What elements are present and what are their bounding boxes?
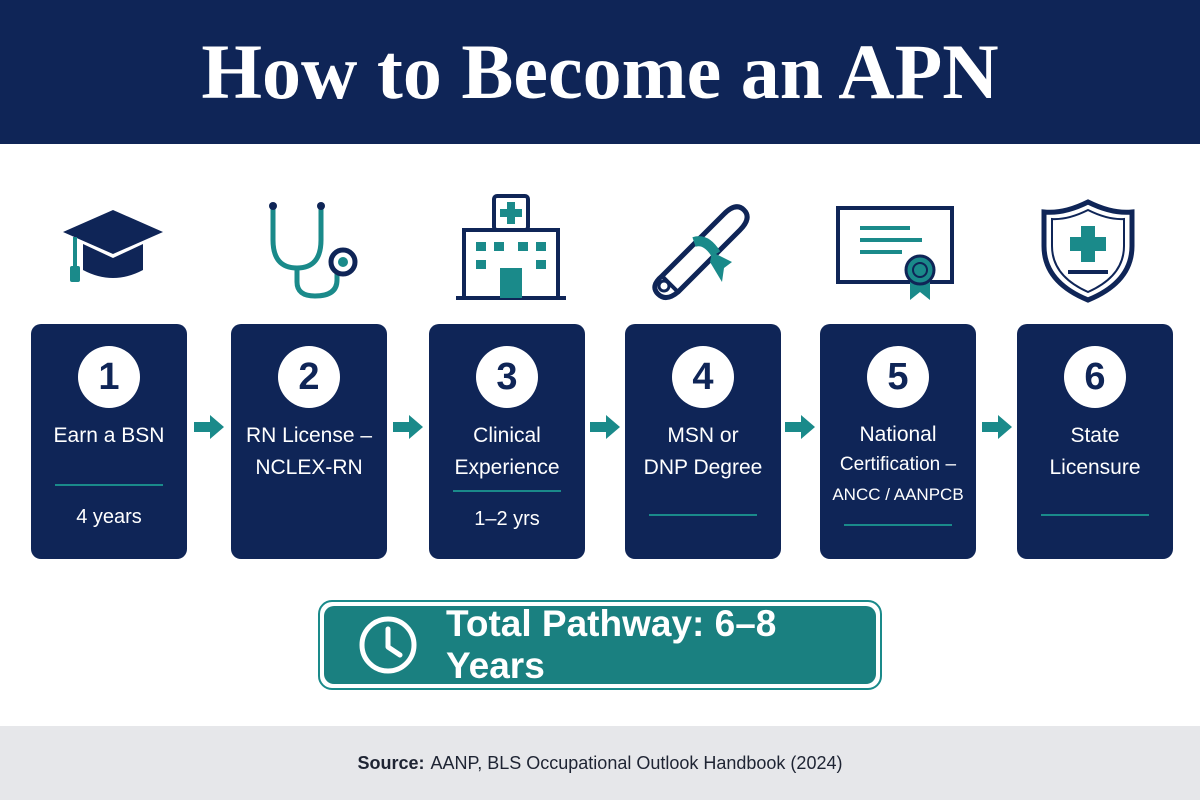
total-pathway-banner: Total Pathway: 6–8 Years xyxy=(318,600,882,690)
step-card-6: 6 State Licensure xyxy=(1017,324,1173,559)
step-card-5: 5 National Certification – ANCC / AANPCB xyxy=(820,324,976,559)
step-duration: 4 years xyxy=(76,506,142,528)
diploma-scroll-icon xyxy=(640,190,770,310)
hospital-icon xyxy=(444,190,574,310)
total-pathway-text: Total Pathway: 6–8 Years xyxy=(446,603,777,686)
step-title: Clinical Experience xyxy=(454,424,560,479)
arrow-right-icon xyxy=(783,412,817,442)
step-number: 1 xyxy=(78,346,140,408)
step-divider xyxy=(1041,514,1149,516)
arrow-right-icon xyxy=(192,412,226,442)
step-title: RN License – NCLEX-RN xyxy=(245,424,373,479)
graduation-cap-icon xyxy=(45,190,175,310)
arrow-right-icon xyxy=(980,412,1014,442)
source-text: AANP, BLS Occupational Outlook Handbook … xyxy=(430,752,843,773)
step-divider xyxy=(55,484,163,486)
step-title: National Certification – ANCC / AANPCB xyxy=(832,423,964,504)
total-pathway-inner: Total Pathway: 6–8 Years xyxy=(324,603,876,686)
step-number: 6 xyxy=(1064,346,1126,408)
step-number: 5 xyxy=(867,346,929,408)
step-card-2: 2 RN License – NCLEX-RN xyxy=(231,324,387,559)
source-footer: Source: AANP, BLS Occupational Outlook H… xyxy=(0,726,1200,800)
page-title: How to Become an APN xyxy=(201,28,999,115)
step-number: 4 xyxy=(672,346,734,408)
step-title: State Licensure xyxy=(1049,424,1141,479)
source-label: Source: xyxy=(357,752,425,773)
step-card-1: 1 Earn a BSN 4 years xyxy=(31,324,187,559)
step-number: 3 xyxy=(476,346,538,408)
header-banner: How to Become an APN xyxy=(0,0,1200,144)
arrow-right-icon xyxy=(588,412,622,442)
shield-cross-icon xyxy=(1024,190,1154,310)
step-divider xyxy=(844,524,952,526)
step-title: MSN or DNP Degree xyxy=(643,424,763,479)
stethoscope-icon xyxy=(245,190,375,310)
clock-icon xyxy=(356,613,420,677)
step-title: Earn a BSN xyxy=(53,424,165,447)
step-number: 2 xyxy=(278,346,340,408)
step-card-3: 3 Clinical Experience 1–2 yrs xyxy=(429,324,585,559)
arrow-right-icon xyxy=(391,412,425,442)
step-card-4: 4 MSN or DNP Degree xyxy=(625,324,781,559)
certificate-icon xyxy=(830,190,960,310)
step-divider xyxy=(453,490,561,492)
step-divider xyxy=(649,514,757,516)
step-duration: 1–2 yrs xyxy=(474,508,540,530)
